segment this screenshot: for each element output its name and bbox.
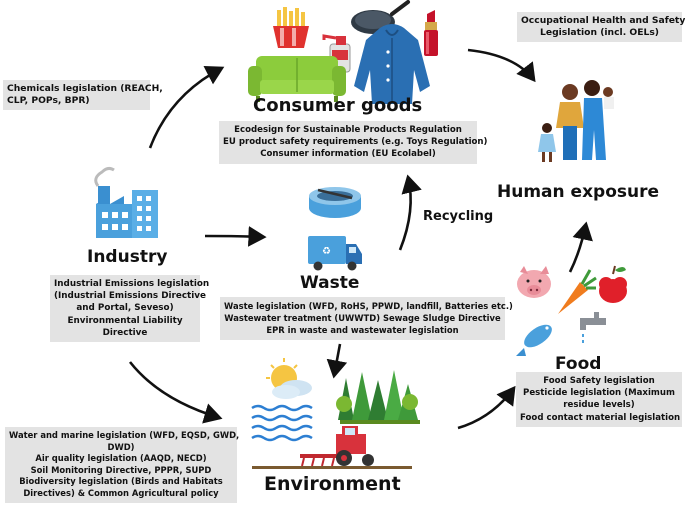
consumer-line-3: Consumer information (EU Ecolabel) <box>260 149 436 160</box>
fries-icon <box>273 7 309 48</box>
environment-title: Environment <box>264 473 401 495</box>
industry-line-5: Directive <box>102 327 148 338</box>
factory-icon <box>94 166 158 238</box>
arrow-recycling <box>398 174 422 251</box>
waste-legislation-box: Waste legislation (WFD, RoHS, PPWD, land… <box>220 297 513 340</box>
chemicals-line-1: Chemicals legislation (REACH, <box>7 83 163 94</box>
human-exposure-title: Human exposure <box>497 182 660 202</box>
lipstick-icon <box>424 10 438 56</box>
environment-line-3: Air quality legislation (AAQD, NECD) <box>35 453 207 464</box>
industry-line-3: and Portal, Seveso) <box>76 303 174 314</box>
forest-icon <box>336 370 420 424</box>
waste-line-1: Waste legislation (WFD, RoHS, PPWD, land… <box>224 301 513 311</box>
occupational-line-1: Occupational Health and Safety <box>521 15 685 26</box>
carrot-icon <box>558 269 597 314</box>
svg-text:♻: ♻ <box>322 246 331 257</box>
food-title: Food <box>555 354 602 374</box>
industry-line-1: Industrial Emissions legislation <box>54 279 210 289</box>
environment-line-1: Water and marine legislation (WFD, EQSD,… <box>9 430 240 440</box>
chemicals-line-2: CLP, POPs, BPR) <box>7 95 90 107</box>
environment-line-2: DWD) <box>107 441 135 452</box>
food-line-2: Pesticide legislation (Maximum <box>523 388 675 399</box>
food-line-3: residue levels) <box>563 400 635 411</box>
arrow-chemicals-to-consumer <box>148 65 225 149</box>
environment-line-5: Biodiversity legislation (Birds and Habi… <box>19 476 223 487</box>
water-waves-icon <box>251 404 313 442</box>
industry-line-4: Environmental Liability <box>67 315 183 326</box>
environment-legislation-box: Water and marine legislation (WFD, EQSD,… <box>5 427 240 503</box>
arrow-industry-to-waste <box>204 226 267 247</box>
waste-sorting-tank-icon <box>309 187 361 218</box>
waste-line-2: Wastewater treatment (UWWTD) Sewage Slud… <box>224 313 501 324</box>
consumer-goods-title: Consumer goods <box>253 95 423 116</box>
raincoat-icon <box>354 24 430 104</box>
apple-icon <box>599 265 627 303</box>
occupational-legislation-box: Occupational Health and Safety Legislati… <box>517 12 685 43</box>
family-icon <box>538 80 614 162</box>
arrow-food-to-human <box>568 221 593 273</box>
tractor-icon <box>252 426 412 469</box>
occupational-line-2: Legislation (incl. OELs) <box>539 27 659 39</box>
garbage-truck-icon: ♻ <box>308 236 362 271</box>
sofa-icon <box>248 56 346 102</box>
food-legislation-box: Food Safety legislation Pesticide legisl… <box>516 372 682 427</box>
food-line-4: Food contact material legislation <box>520 412 681 423</box>
industry-legislation-box: Industrial Emissions legislation (Indust… <box>50 275 210 343</box>
arrow-consumer-to-human <box>467 48 536 83</box>
arrow-waste-to-environment <box>326 343 348 379</box>
consumer-line-2: EU product safety requirements (e.g. Toy… <box>223 137 488 148</box>
food-line-1: Food Safety legislation <box>543 376 655 386</box>
water-tap-icon <box>580 312 606 346</box>
industry-title: Industry <box>87 247 168 267</box>
consumer-line-1: Ecodesign for Sustainable Products Regul… <box>234 125 462 135</box>
pig-icon <box>517 266 551 298</box>
fish-icon <box>516 324 552 356</box>
consumer-goods-legislation-box: Ecodesign for Sustainable Products Regul… <box>219 121 488 164</box>
recycling-label: Recycling <box>423 209 494 224</box>
arrow-industry-to-environment <box>128 361 223 424</box>
environment-line-4: Soil Monitoring Directive, PPPR, SUPD <box>30 464 212 475</box>
chemicals-legislation-box: Chemicals legislation (REACH, CLP, POPs,… <box>3 80 163 111</box>
sun-cloud-icon <box>266 358 312 399</box>
arrow-environment-to-food <box>457 385 516 430</box>
industry-line-2: (Industrial Emissions Directive <box>54 291 206 302</box>
waste-title: Waste <box>300 273 360 293</box>
waste-line-3: EPR in waste and wastewater legislation <box>266 325 459 336</box>
environment-line-6: Directives) & Common Agricultural policy <box>23 487 219 498</box>
